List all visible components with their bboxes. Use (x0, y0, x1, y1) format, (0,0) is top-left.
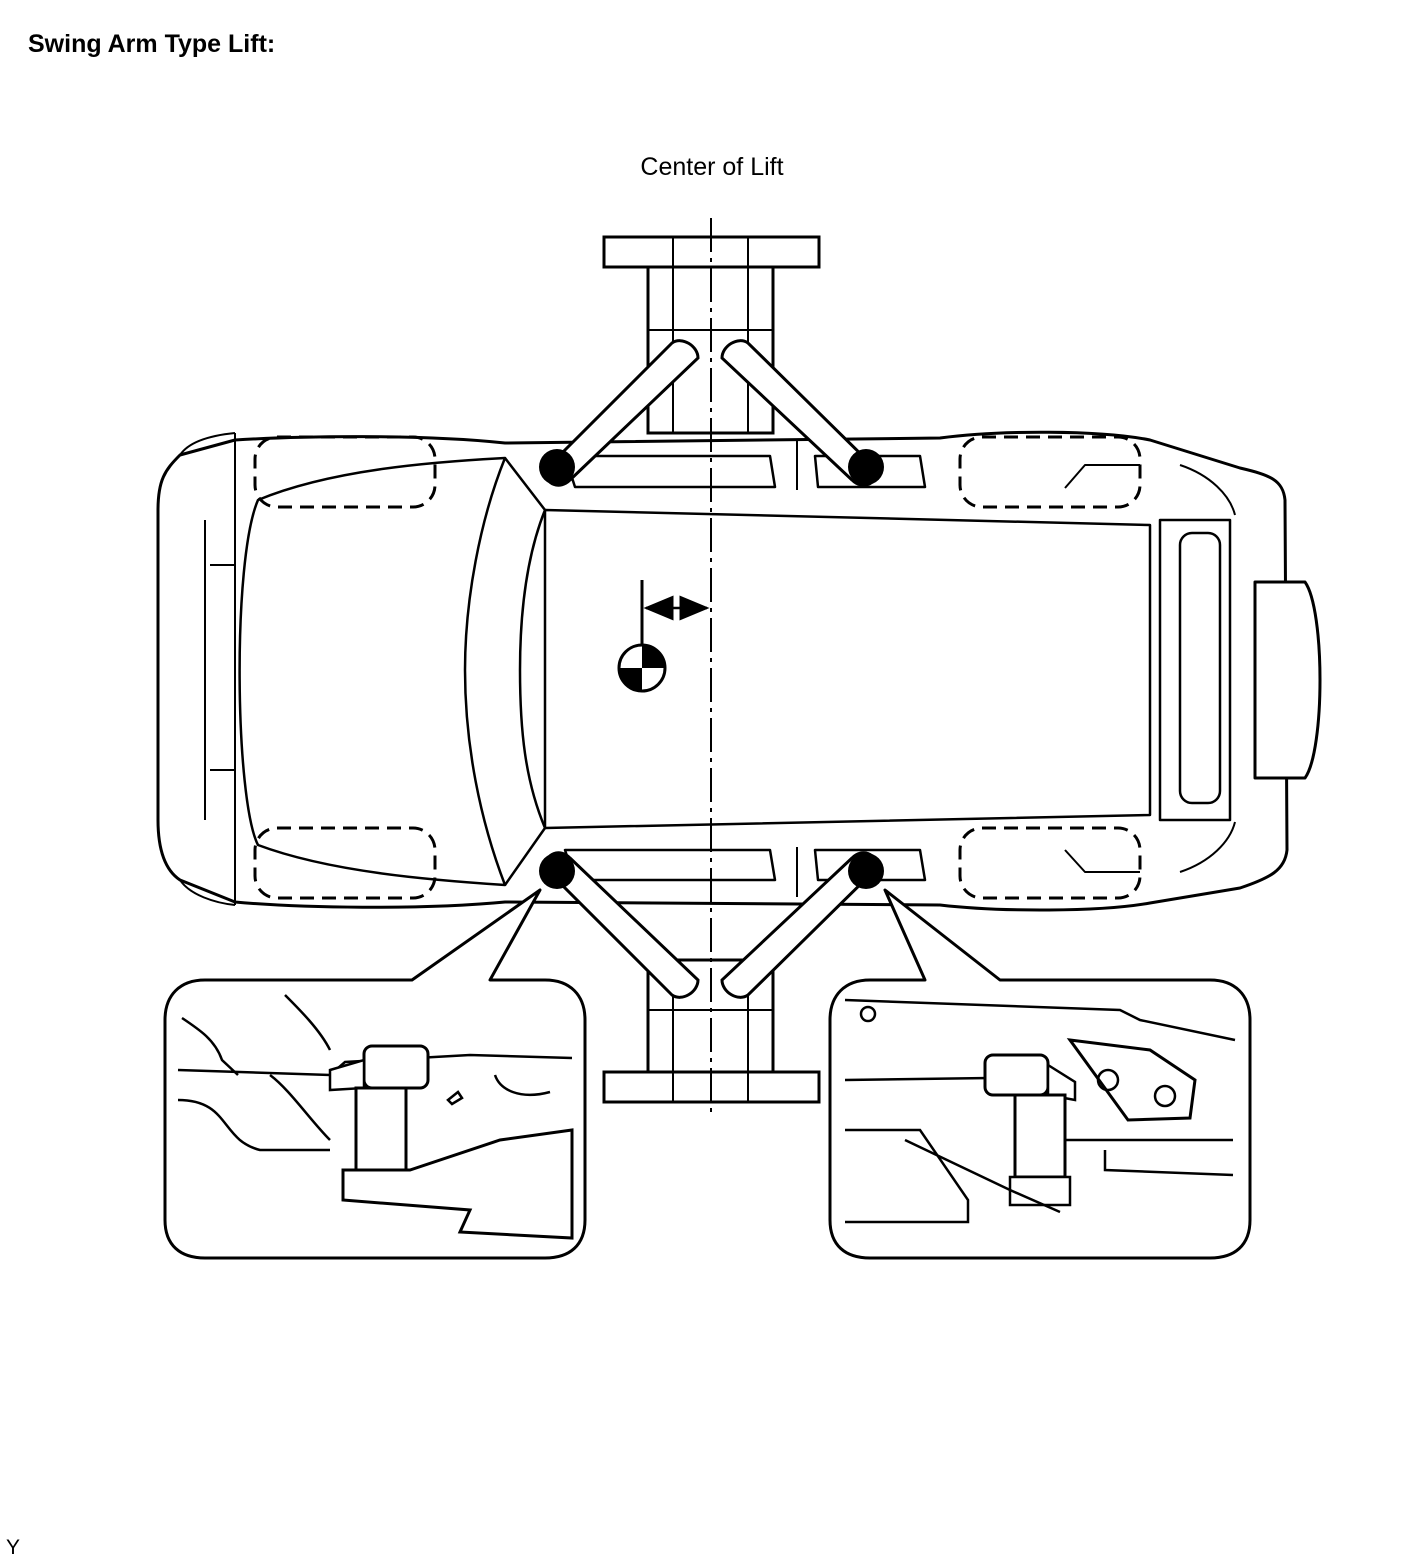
wheel-outlines (253, 435, 1142, 900)
lift-point-marker (539, 449, 575, 485)
swing-arms (543, 339, 879, 999)
center-of-gravity-icon (617, 580, 667, 693)
lift-point-marker (848, 449, 884, 485)
callout-right-detail (844, 998, 1236, 1224)
illustration-code: Y (6, 1536, 21, 1559)
lift-point-marker (539, 853, 575, 889)
vehicle-top-view (156, 430, 1322, 912)
callout-left-detail (177, 994, 574, 1240)
diagram-heading: Swing Arm Type Lift: (28, 30, 276, 58)
center-of-lift-label: Center of Lift (640, 153, 784, 181)
lift-point-marker (848, 853, 884, 889)
lift-point-markers (539, 449, 884, 889)
